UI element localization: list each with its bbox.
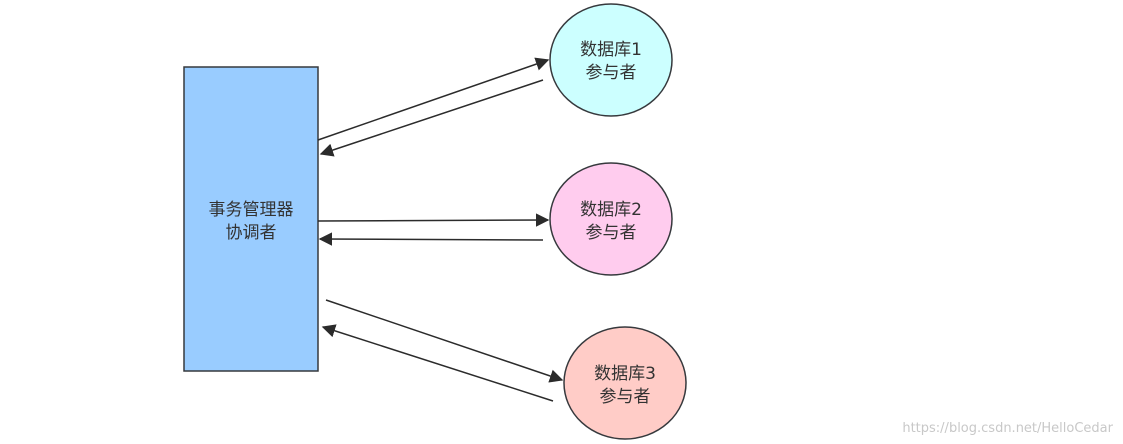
watermark-text: https://blog.csdn.net/HelloCedar: [902, 421, 1113, 436]
participant-1-label-line1: 数据库1: [580, 40, 642, 60]
arrow-db1-to-coordinator[interactable]: [319, 79, 544, 157]
participant-3-label-line2: 参与者: [600, 387, 651, 407]
participant-3-label-line1: 数据库3: [594, 364, 656, 384]
arrow-coordinator-to-db1[interactable]: [317, 57, 550, 141]
coordinator-box: [183, 66, 319, 372]
participant-1-ellipse: [549, 3, 673, 117]
participant-2-label-line1: 数据库2: [580, 200, 642, 220]
participant-node-3[interactable]: 数据库3 参与者: [563, 326, 687, 440]
arrow-coordinator-to-db3[interactable]: [325, 299, 564, 383]
participant-1-label-line2: 参与者: [586, 63, 637, 83]
participant-3-ellipse: [563, 326, 687, 440]
coordinator-node[interactable]: 事务管理器 协调者: [183, 66, 319, 372]
participant-2-label-line2: 参与者: [586, 223, 637, 243]
participant-node-1[interactable]: 数据库1 参与者: [549, 3, 673, 117]
participant-2-ellipse: [549, 162, 673, 276]
coordinator-label-line1: 事务管理器: [209, 200, 294, 220]
arrow-db2-to-coordinator[interactable]: [318, 232, 544, 246]
arrow-coordinator-to-db2[interactable]: [317, 213, 550, 227]
participant-node-2[interactable]: 数据库2 参与者: [549, 162, 673, 276]
arrow-db3-to-coordinator[interactable]: [321, 324, 554, 402]
coordinator-label-line2: 协调者: [226, 223, 277, 243]
